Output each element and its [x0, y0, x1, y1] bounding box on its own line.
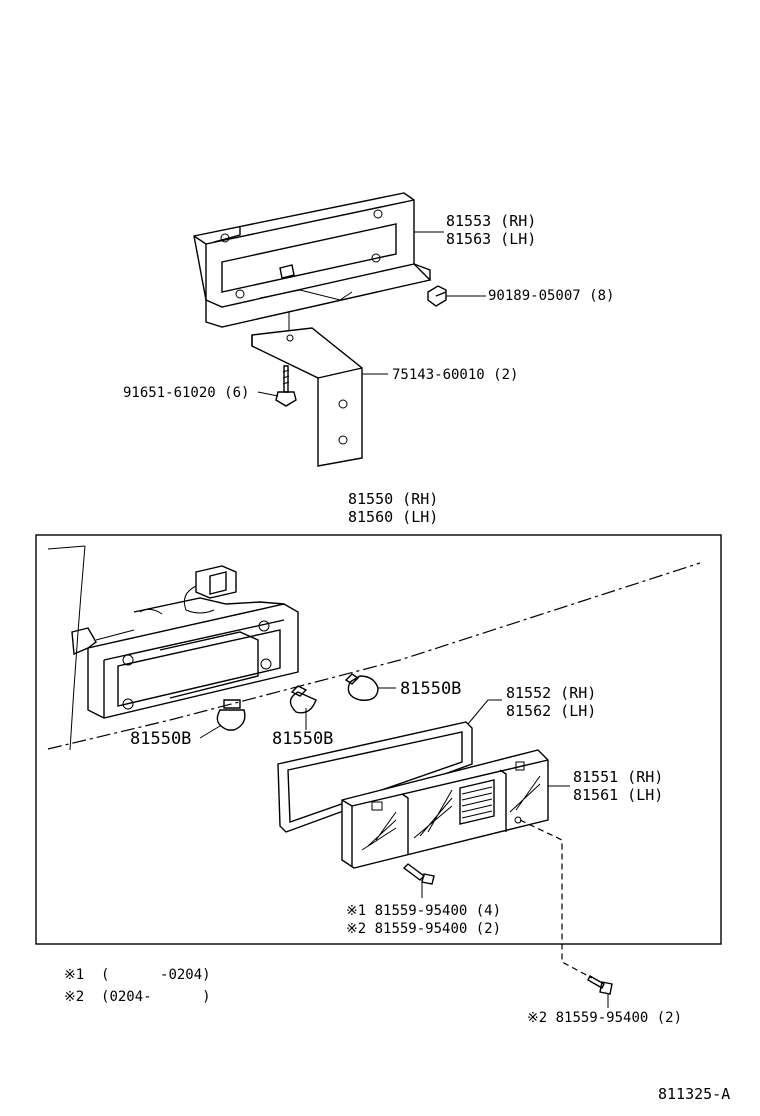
clip-drawing [427, 285, 447, 307]
label-bulb-right: 81550B [400, 679, 462, 699]
label-upper-bracket-lh: 81563 (LH) [446, 230, 537, 248]
lamp-housing-drawing [71, 565, 299, 719]
bulbs-drawing [216, 673, 379, 731]
label-upper-bracket-rh: 81553 (RH) [446, 212, 537, 230]
label-gasket-lh: 81562 (LH) [506, 702, 597, 720]
note-2: ※2 (0204- ) [64, 989, 211, 1005]
label-bolt: 91651-61020 (6) [123, 385, 250, 401]
lens-drawing [341, 749, 549, 869]
label-lamp-assy-rh: 81550 (RH) [348, 490, 439, 508]
label-gasket-rh: 81552 (RH) [506, 684, 597, 702]
label-stay: 75143-60010 (2) [392, 367, 519, 383]
label-bulb-left: 81550B [130, 729, 192, 749]
inner-screw-drawing [402, 863, 435, 885]
upper-bracket-drawing [193, 192, 432, 328]
diagram-id: 811325-A [658, 1085, 731, 1103]
label-lens-rh: 81551 (RH) [573, 768, 664, 786]
bolt-drawing [275, 365, 297, 407]
label-clip: 90189-05007 (8) [488, 288, 615, 304]
stay-drawing [251, 327, 363, 467]
label-bulb-center: 81550B [272, 729, 334, 749]
label-lamp-assy-lh: 81560 (LH) [348, 508, 439, 526]
label-inner-screw-1: ※1 81559-95400 (4) [346, 903, 502, 919]
label-outer-screw: ※2 81559-95400 (2) [527, 1010, 683, 1026]
gasket-drawing [277, 721, 473, 833]
note-1: ※1 ( -0204) [64, 967, 211, 983]
label-inner-screw-2: ※2 81559-95400 (2) [346, 921, 502, 937]
label-lens-lh: 81561 (LH) [573, 786, 664, 804]
outer-screw-drawing [587, 975, 613, 995]
